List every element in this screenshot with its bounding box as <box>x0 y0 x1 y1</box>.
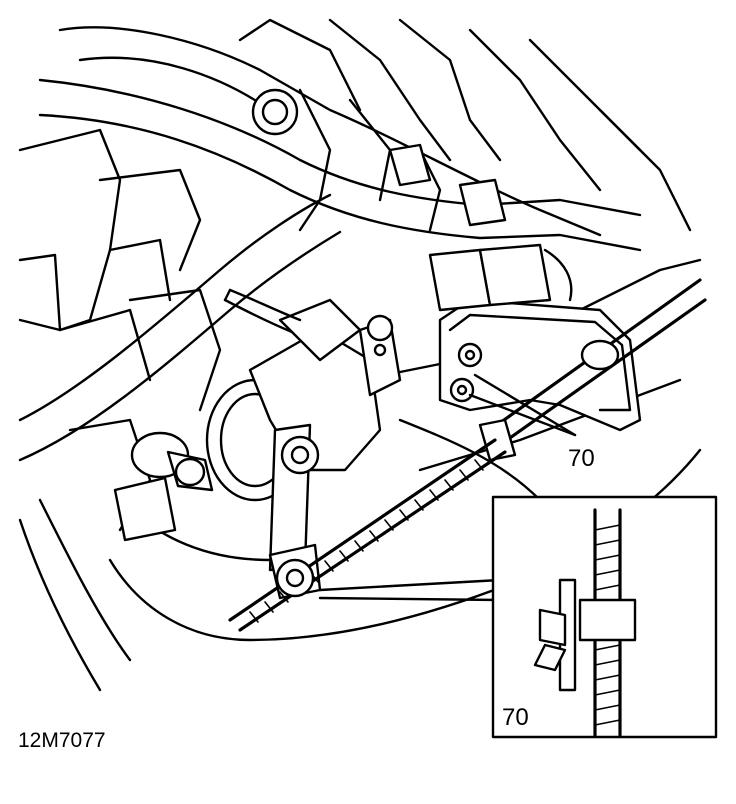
callout-label-70: 70 <box>568 445 595 472</box>
cable-mounting-bracket <box>428 243 642 432</box>
inset-callout-label-70: 70 <box>502 704 529 731</box>
engine-casting-lines <box>58 18 692 237</box>
hoses <box>18 78 642 462</box>
figure-code: 12M7077 <box>18 729 106 752</box>
selector-shaft-stud <box>113 431 214 542</box>
cable-trunnion <box>275 558 315 598</box>
engine-block-left <box>18 128 222 692</box>
pipe-ring-fitting <box>251 88 299 136</box>
threaded-cable-rod <box>228 438 507 632</box>
inset-detail <box>491 495 718 739</box>
callout-leaders <box>318 373 577 602</box>
